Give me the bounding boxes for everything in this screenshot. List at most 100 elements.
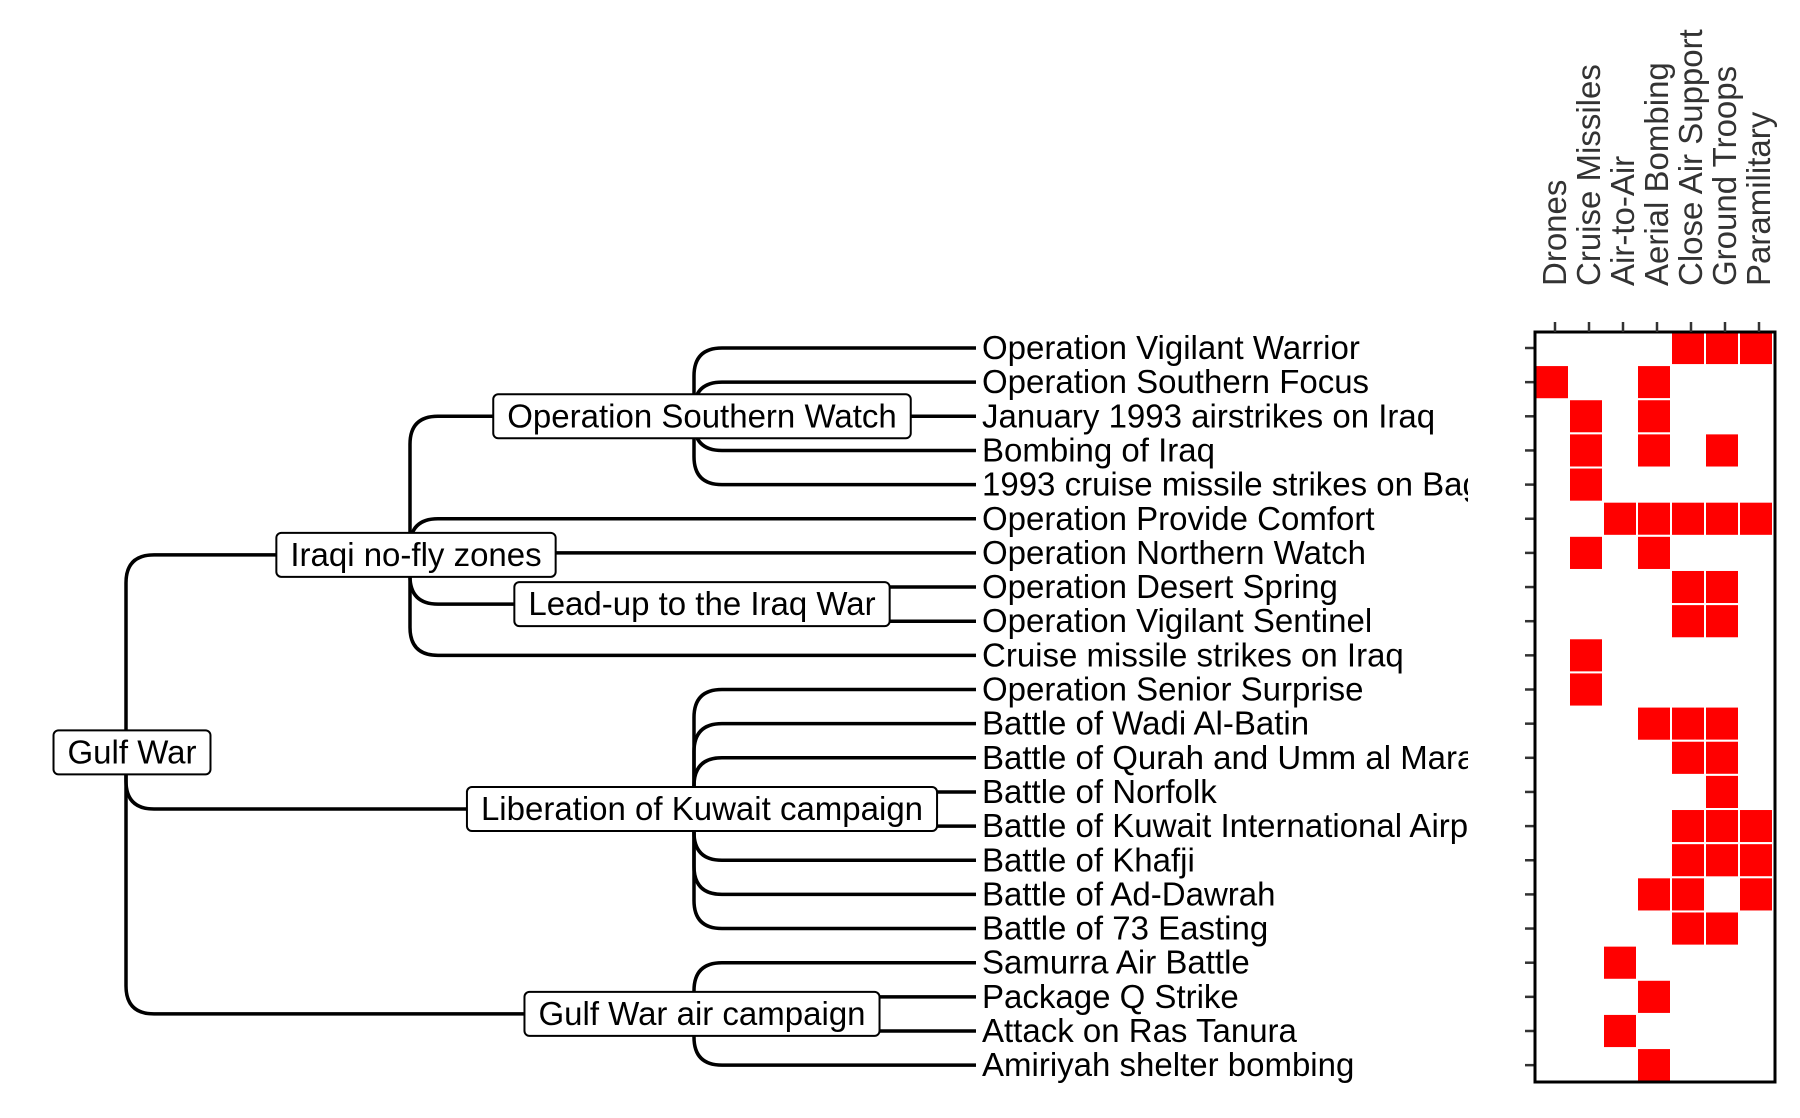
col-label-air-to-air: Air-to-Air <box>1604 156 1641 286</box>
leaf-bombing-of-iraq: Bombing of Iraq <box>982 431 1215 468</box>
cell-operation-provide-comfort-ground-troops <box>1704 500 1740 537</box>
cell-battle-of-wadi-al-batin-aerial-bombing <box>1636 705 1672 742</box>
leaf-amiriyah-shelter-bombing: Amiriyah shelter bombing <box>982 1046 1354 1083</box>
cell-package-q-strike-aerial-bombing <box>1636 978 1672 1015</box>
leaf-battle-of-khafji: Battle of Khafji <box>982 841 1195 878</box>
cell-battle-of-qurah-and-umm-al-maradim-ground-troops <box>1704 739 1740 776</box>
col-label-close-air-support: Close Air Support <box>1672 29 1709 286</box>
edge-battle-of-wadi-al-batin <box>692 721 976 810</box>
leaf-battle-of-norfolk: Battle of Norfolk <box>982 773 1217 810</box>
leaf-operation-provide-comfort: Operation Provide Comfort <box>982 500 1375 537</box>
cell-battle-of-ad-dawrah-close-air-support <box>1670 876 1706 913</box>
cell-battle-of-ad-dawrah-aerial-bombing <box>1636 876 1672 913</box>
leaf-package-q-strike: Package Q Strike <box>982 978 1239 1015</box>
leaf-battle-of-kuwait-international-airport: Battle of Kuwait International Airport <box>982 807 1507 844</box>
cell-battle-of-khafji-ground-troops <box>1704 842 1740 879</box>
node-gulf-war-air-campaign: Gulf War air campaign <box>523 990 881 1037</box>
cell-battle-of-qurah-and-umm-al-maradim-close-air-support <box>1670 739 1706 776</box>
node-operation-southern-watch-label: Operation Southern Watch <box>507 397 897 434</box>
col-label-cruise-missiles: Cruise Missiles <box>1570 64 1607 286</box>
leaf-battle-of-ad-dawrah: Battle of Ad-Dawrah <box>982 875 1276 912</box>
cell-battle-of-73-easting-close-air-support <box>1670 910 1706 947</box>
leaf-operation-southern-focus: Operation Southern Focus <box>982 363 1369 400</box>
node-lead-up-to-the-iraq-war-box <box>513 581 891 628</box>
cell-battle-of-wadi-al-batin-close-air-support <box>1670 705 1706 742</box>
col-label-ground-troops: Ground Troops <box>1706 66 1743 286</box>
cell-battle-of-kuwait-international-airport-paramilitary <box>1738 808 1774 845</box>
node-iraqi-no-fly-zones-box <box>275 531 557 578</box>
cell-operation-vigilant-warrior-ground-troops <box>1704 329 1740 367</box>
cell-operation-desert-spring-ground-troops <box>1704 568 1740 606</box>
cell-battle-of-khafji-close-air-support <box>1670 842 1706 879</box>
cell-battle-of-kuwait-international-airport-ground-troops <box>1704 808 1740 845</box>
cell-battle-of-ad-dawrah-paramilitary <box>1738 876 1774 913</box>
leaf-1993-cruise-missile-strikes-on-baghdad: 1993 cruise missile strikes on Baghdad <box>982 466 1554 503</box>
cell-1993-cruise-missile-strikes-on-baghdad-cruise-missiles <box>1568 466 1604 503</box>
edge-1993-cruise-missile-strikes-on-baghdad <box>692 416 976 487</box>
cell-bombing-of-iraq-ground-troops <box>1704 432 1740 469</box>
cell-operation-northern-watch-cruise-missiles <box>1568 534 1604 571</box>
node-gulf-war-air-campaign-label: Gulf War air campaign <box>538 995 865 1032</box>
cell-operation-southern-focus-aerial-bombing <box>1636 364 1672 401</box>
leaf-battle-of-qurah-and-umm-al-maradim: Battle of Qurah and Umm al Maradim <box>982 739 1529 776</box>
cell-operation-southern-focus-drones <box>1534 364 1570 401</box>
node-liberation-of-kuwait-campaign: Liberation of Kuwait campaign <box>465 786 939 833</box>
cell-operation-senior-surprise-cruise-missiles <box>1568 671 1604 708</box>
tree-edges <box>124 346 976 1067</box>
cell-attack-on-ras-tanura-air-to-air <box>1602 1012 1638 1050</box>
cell-january-1993-airstrikes-on-iraq-aerial-bombing <box>1636 398 1672 435</box>
col-label-aerial-bombing: Aerial Bombing <box>1638 62 1675 286</box>
cell-operation-vigilant-warrior-paramilitary <box>1738 329 1774 367</box>
node-gulf-war-air-campaign-box <box>523 990 881 1037</box>
cell-battle-of-73-easting-ground-troops <box>1704 910 1740 947</box>
edge-root-iraqi-no-fly-zones <box>124 553 410 753</box>
cell-january-1993-airstrikes-on-iraq-cruise-missiles <box>1568 398 1604 435</box>
leaf-battle-of-73-easting: Battle of 73 Easting <box>982 910 1268 947</box>
cell-battle-of-khafji-paramilitary <box>1738 842 1774 879</box>
edge-battle-of-qurah-and-umm-al-maradim <box>692 756 976 810</box>
cell-battle-of-norfolk-ground-troops <box>1704 773 1740 811</box>
node-iraqi-no-fly-zones-label: Iraqi no-fly zones <box>290 536 541 573</box>
node-iraqi-no-fly-zones: Iraqi no-fly zones <box>275 531 557 578</box>
edge-amiriyah-shelter-bombing <box>692 1013 976 1067</box>
leaf-samurra-air-battle: Samurra Air Battle <box>982 944 1250 981</box>
cell-operation-provide-comfort-paramilitary <box>1738 500 1774 537</box>
leaf-operation-desert-spring: Operation Desert Spring <box>982 568 1338 605</box>
cell-operation-vigilant-warrior-close-air-support <box>1670 329 1706 367</box>
node-liberation-of-kuwait-campaign-label: Liberation of Kuwait campaign <box>481 790 923 827</box>
node-root-label: Gulf War <box>68 733 197 770</box>
leaf-operation-vigilant-warrior: Operation Vigilant Warrior <box>982 329 1360 366</box>
node-operation-southern-watch: Operation Southern Watch <box>492 393 912 440</box>
cell-operation-provide-comfort-close-air-support <box>1670 500 1706 537</box>
cell-operation-provide-comfort-air-to-air <box>1602 500 1638 537</box>
cell-battle-of-kuwait-international-airport-close-air-support <box>1670 808 1706 845</box>
node-root: Gulf War <box>52 729 212 776</box>
edge-iraqi-no-fly-zones-child <box>408 554 976 658</box>
cell-operation-vigilant-sentinel-close-air-support <box>1670 603 1706 640</box>
leaf-operation-vigilant-sentinel: Operation Vigilant Sentinel <box>982 602 1372 639</box>
edge-operation-vigilant-warrior <box>692 346 976 417</box>
leaf-cruise-missile-strikes-on-iraq: Cruise missile strikes on Iraq <box>982 636 1404 673</box>
edge-root-gulf-war-air-campaign <box>124 752 694 1016</box>
cell-operation-vigilant-sentinel-ground-troops <box>1704 603 1740 640</box>
node-lead-up-to-the-iraq-war-label: Lead-up to the Iraq War <box>528 585 875 622</box>
cell-amiriyah-shelter-bombing-aerial-bombing <box>1636 1047 1672 1084</box>
cell-cruise-missile-strikes-on-iraq-cruise-missiles <box>1568 637 1604 674</box>
leaf-attack-on-ras-tanura: Attack on Ras Tanura <box>982 1012 1298 1049</box>
leaf-operation-northern-watch: Operation Northern Watch <box>982 534 1366 571</box>
node-lead-up-to-the-iraq-war: Lead-up to the Iraq War <box>513 581 891 628</box>
edge-operation-senior-surprise <box>692 687 976 810</box>
cell-operation-provide-comfort-aerial-bombing <box>1636 500 1672 537</box>
col-label-drones: Drones <box>1536 180 1573 286</box>
col-label-paramilitary: Paramilitary <box>1740 111 1777 286</box>
node-root-box <box>52 729 212 776</box>
cell-bombing-of-iraq-cruise-missiles <box>1568 432 1604 469</box>
edge-battle-of-73-easting <box>692 809 976 931</box>
node-operation-southern-watch-box <box>492 393 912 440</box>
edge-samurra-air-battle <box>692 960 976 1014</box>
